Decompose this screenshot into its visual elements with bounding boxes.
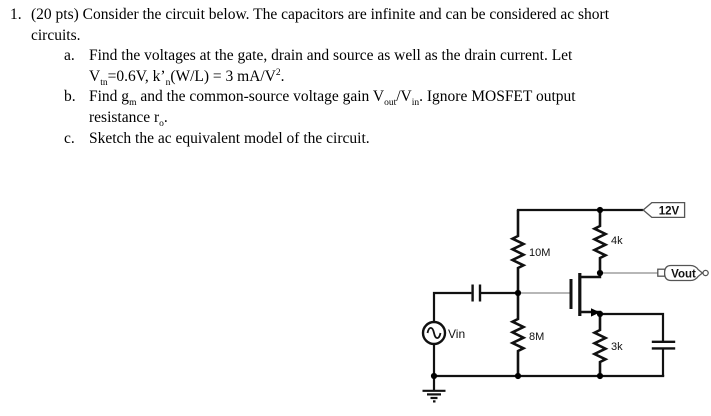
resistor-8M — [509, 293, 527, 376]
node-rail-right — [596, 372, 604, 380]
vout-flag-shape — [663, 264, 704, 282]
item-b-text: Find gm and the common-source voltage ga… — [89, 87, 576, 128]
item-number: 1. — [10, 6, 22, 23]
vout-flag-label: Vout — [671, 268, 696, 280]
item-c-text: Sketch the ac equivalent model of the ci… — [89, 129, 370, 150]
item-b-line1: Find gm and the common-source voltage ga… — [89, 88, 576, 109]
sine-wave-icon — [426, 327, 442, 339]
item-a-text: Find the voltages at the gate, drain and… — [89, 46, 572, 87]
supply-flag-label: 12V — [659, 205, 680, 217]
resistors: 10M 8M 4k 3k — [509, 210, 623, 376]
item-c: c. Sketch the ac equivalent model of the… — [64, 129, 706, 150]
node-top-rail — [596, 206, 604, 214]
node-gate — [514, 289, 522, 297]
resistor-4k-label: 4k — [611, 235, 623, 247]
coupling-capacitor — [471, 284, 482, 302]
resistor-8M-label: 8M — [529, 331, 544, 343]
item-c-line1: Sketch the ac equivalent model of the ci… — [89, 129, 370, 147]
item-b-line2: resistance ro. — [89, 108, 168, 130]
node-rail-left — [430, 372, 438, 380]
supply-flag-shape — [642, 201, 686, 219]
item-b: b. Find gm and the common-source voltage… — [64, 87, 706, 128]
supply-flag-12V: 12V — [642, 201, 686, 219]
problem-statement: 1. (20 pts) Consider the circuit below. … — [10, 5, 706, 149]
wires — [432, 208, 665, 378]
resistor-10M-label: 10M — [529, 247, 550, 259]
vin-label: Vin — [448, 327, 465, 341]
item-a-line2: Vtn=0.6V, k’n(W/L) = 3 mA/V2. — [89, 67, 285, 88]
node-source — [596, 310, 604, 318]
item-a: a. Find the voltages at the gate, drain … — [64, 46, 706, 87]
item-c-label: c. — [64, 129, 75, 147]
problem-item-1: 1. (20 pts) Consider the circuit below. … — [10, 5, 706, 149]
intro-line-1: (20 pts) Consider the circuit below. The… — [31, 6, 610, 23]
vin-source: Vin — [421, 320, 465, 346]
resistor-3k-label: 3k — [611, 341, 623, 353]
mosfet-source-arrow — [591, 308, 600, 317]
output-flag-vout: Vout — [657, 264, 709, 282]
intro-line-2: circuits. — [31, 26, 81, 44]
node-rail-mid — [514, 372, 522, 380]
item-a-label: a. — [64, 47, 75, 65]
wire-source-to-bypass-cap — [600, 312, 665, 341]
problem-content: (20 pts) Consider the circuit below. The… — [31, 5, 706, 149]
item-b-label: b. — [64, 88, 76, 106]
nmos-transistor — [569, 273, 602, 317]
vout-pin-square — [657, 268, 666, 277]
resistor-3k — [591, 314, 609, 376]
junction-dots — [430, 206, 604, 380]
bypass-capacitor — [651, 340, 676, 350]
vout-terminal-circle — [702, 269, 709, 277]
item-a-line1: Find the voltages at the gate, drain and… — [89, 47, 573, 65]
node-drain — [596, 269, 604, 277]
resistor-10M — [509, 210, 527, 293]
wire-vin-to-coupling-cap — [432, 291, 472, 323]
resistor-4k — [591, 210, 609, 273]
